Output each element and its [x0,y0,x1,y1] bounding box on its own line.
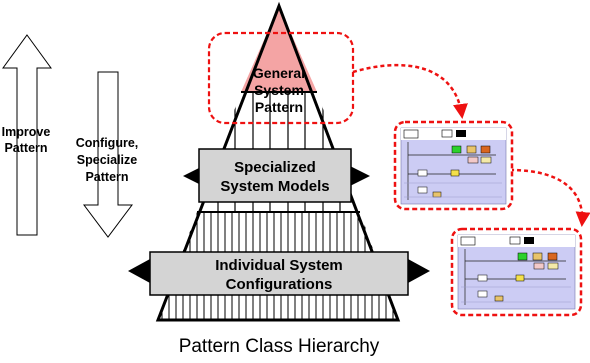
individual-configurations-box [149,251,409,296]
diagram-caption: Pattern Class Hierarchy [179,336,380,357]
model-thumbnail-2 [450,227,583,317]
connector-arrow-top [352,63,468,119]
configure-label-line1: Configure, [76,136,139,150]
individual-label-line1: Individual System [215,257,343,274]
configure-arrow [83,71,133,238]
general-label-line2: System [254,82,304,98]
individual-label-line2: Configurations [226,276,333,293]
specialized-models-box [198,148,352,203]
connector-arrow-bottom [509,168,590,227]
configure-label-line2: Specialize [77,153,137,167]
general-label-line1: General [253,65,305,81]
specialized-label-line1: Specialized [234,159,316,176]
configure-label-line3: Pattern [85,170,128,184]
general-highlight-outline [207,31,355,125]
general-label-line3: Pattern [255,99,303,115]
specialized-label-line2: System Models [220,178,329,195]
individual-tier-arrow [128,259,430,283]
model-thumbnail-1 [393,120,514,211]
improve-label-line2: Pattern [4,141,47,155]
pyramid-apex [241,6,317,92]
improve-arrow [2,34,52,236]
improve-label-line1: Improve [2,125,51,139]
specialized-tier-arrow [183,166,370,186]
